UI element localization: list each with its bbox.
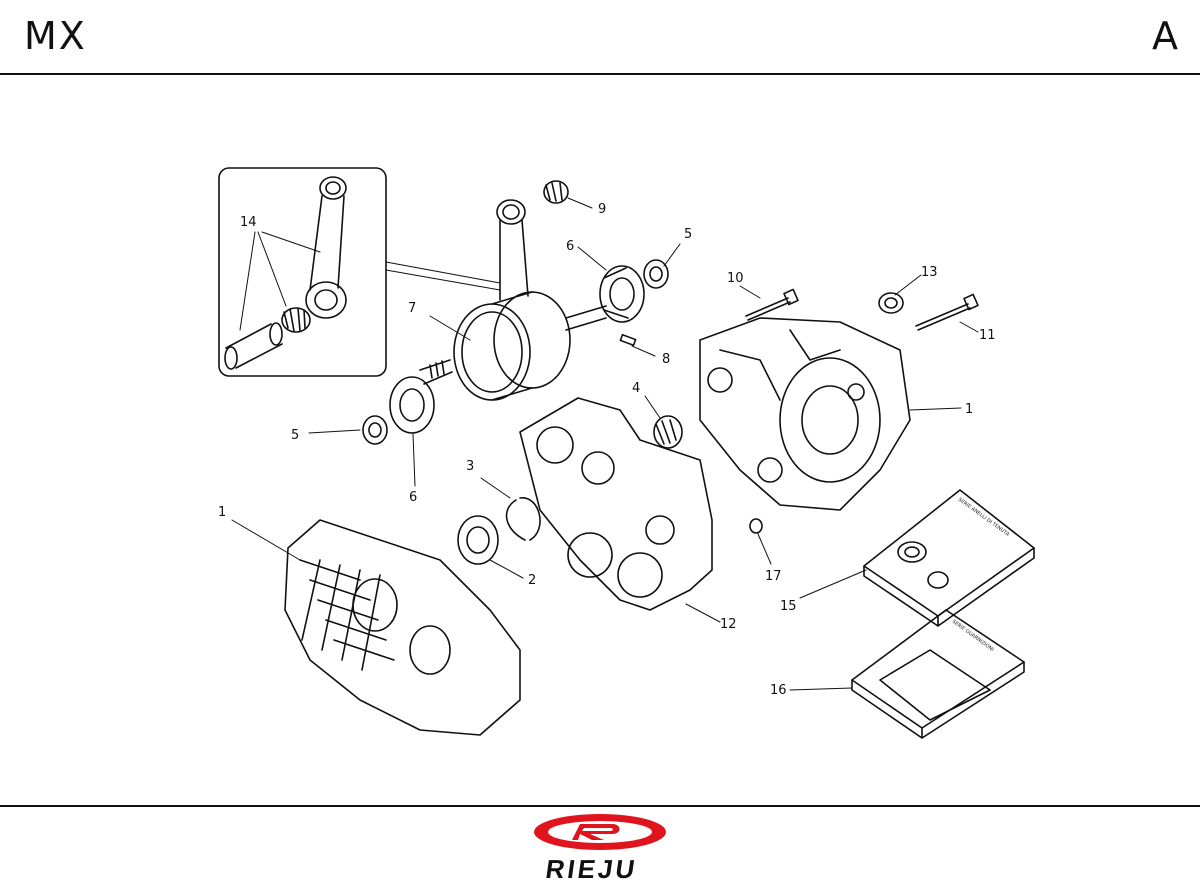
logo-wordmark: RIEJU — [544, 854, 640, 881]
rieju-logo: RIEJU — [534, 814, 666, 881]
leader-lines — [231, 197, 979, 691]
bolt-long — [915, 293, 979, 331]
conrod-kit-inset — [218, 167, 501, 377]
circlip — [505, 497, 541, 541]
page-header: MX A — [0, 0, 1200, 74]
inset-needle-bearing — [281, 307, 311, 333]
header-divider — [0, 73, 1200, 75]
bearing-2 — [457, 515, 499, 565]
section-letter: A — [1152, 14, 1178, 58]
callout-9: 9 — [598, 202, 606, 217]
callout-17: 17 — [765, 569, 782, 584]
callout-6a: 6 — [566, 239, 574, 254]
bolt-short — [745, 288, 799, 321]
callout-11: 11 — [979, 328, 996, 343]
callout-10: 10 — [727, 271, 744, 286]
main-bearing-left — [389, 376, 435, 434]
callout-13: 13 — [921, 265, 938, 280]
dowel-pin — [749, 518, 763, 534]
logo-text: RIEJU — [544, 854, 640, 881]
seal-kit-label: SERIE ANELLI DI TENUTA — [957, 497, 1011, 538]
gasket-kit-envelope — [851, 609, 1025, 739]
model-title: MX — [24, 14, 87, 58]
oil-seal-left — [362, 415, 388, 445]
callout-16: 16 — [770, 683, 787, 698]
seal-kit-envelope — [863, 489, 1035, 627]
callout-6b: 6 — [409, 490, 417, 505]
callout-2: 2 — [528, 573, 536, 588]
callout-3: 3 — [466, 459, 474, 474]
callout-15: 15 — [780, 599, 797, 614]
logo-emblem — [534, 814, 666, 850]
callout-5a: 5 — [684, 227, 692, 242]
seal-13 — [878, 292, 904, 314]
callout-14: 14 — [240, 215, 257, 230]
needle-bearing-4 — [653, 415, 683, 449]
callout-4: 4 — [632, 381, 640, 396]
callout-1b: 1 — [218, 505, 226, 520]
crankcase-right — [699, 317, 911, 511]
callout-12: 12 — [720, 617, 737, 632]
footer-divider — [0, 805, 1200, 807]
oil-seal-right — [643, 259, 669, 289]
crankcase-left — [284, 519, 521, 736]
callout-8: 8 — [662, 352, 670, 367]
gasket-kit-label: SERIE GUARNIZIONI — [951, 619, 995, 653]
crankshaft-assembly — [419, 199, 637, 401]
callout-5b: 5 — [291, 428, 299, 443]
main-bearing-right — [599, 265, 645, 323]
callout-7: 7 — [408, 301, 416, 316]
inset-crank-pin — [224, 322, 283, 370]
crankcase-gasket — [519, 397, 713, 611]
callout-1a: 1 — [965, 402, 973, 417]
small-end-bearing — [543, 180, 569, 204]
inset-connecting-rod — [305, 176, 347, 319]
